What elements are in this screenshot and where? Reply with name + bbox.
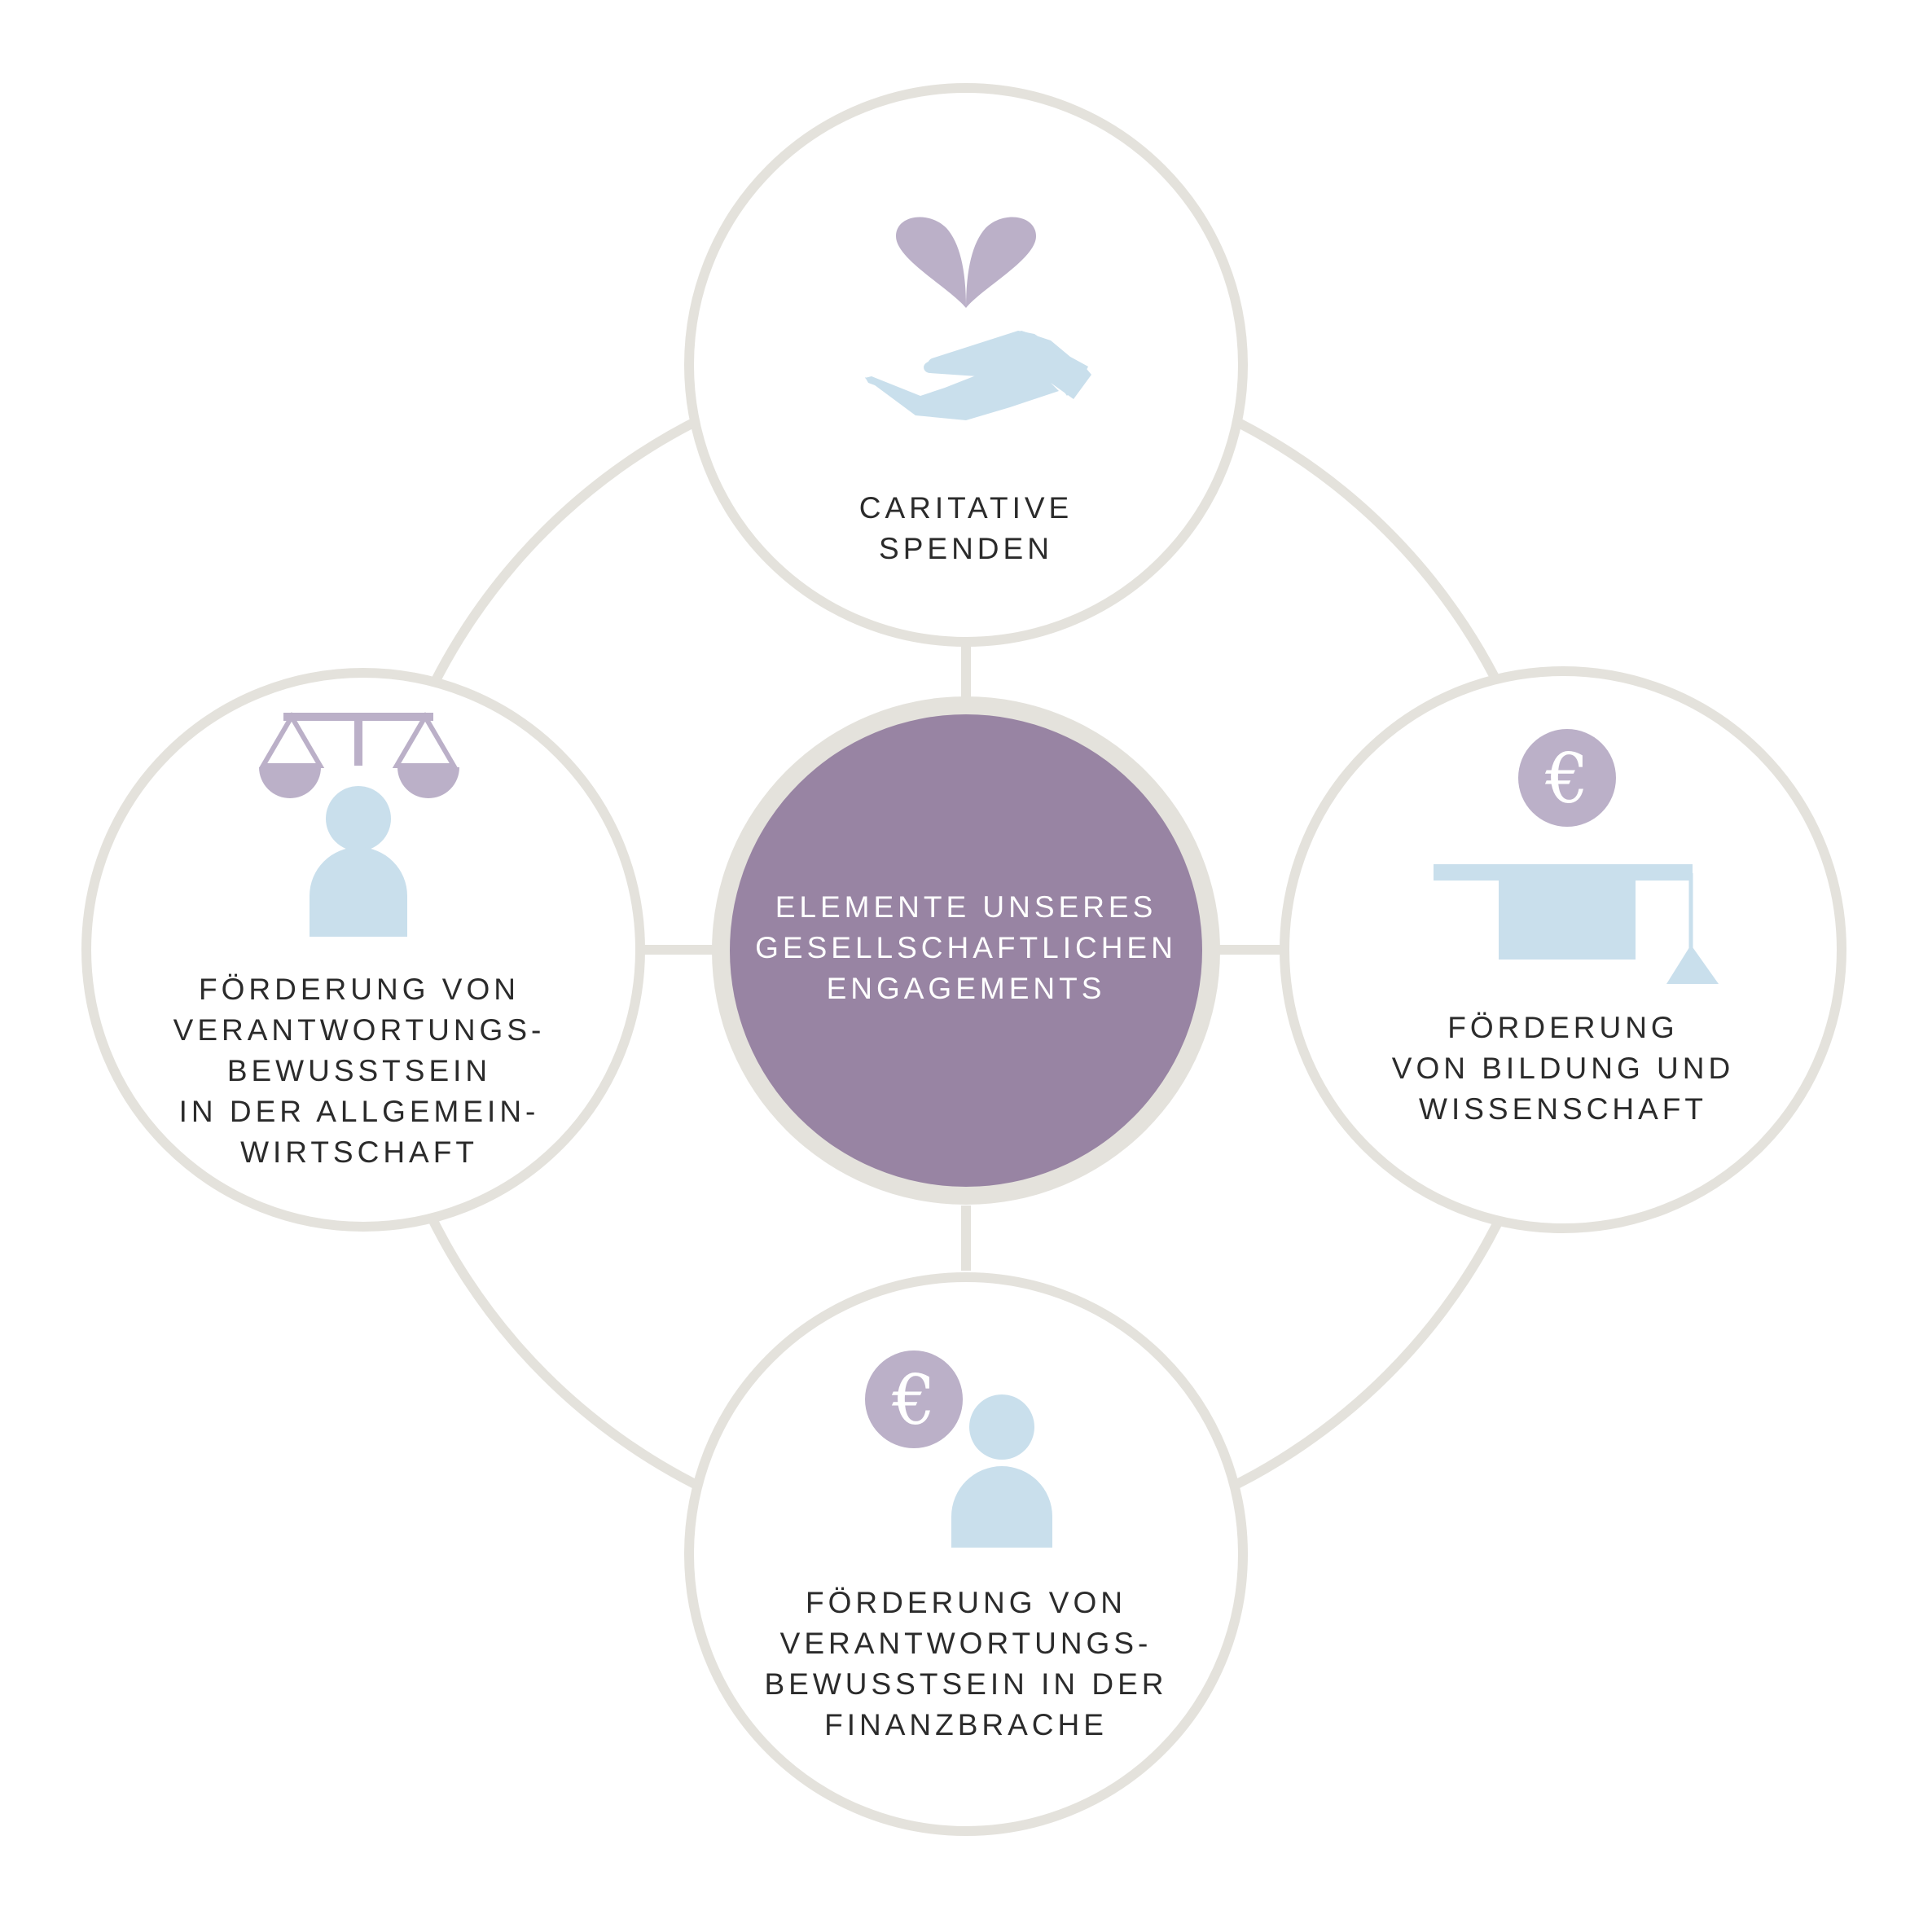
- node-left-label-line: BEWUSSTSEIN: [226, 1054, 492, 1087]
- node-left-circle: [81, 668, 645, 1232]
- spokes: [635, 635, 1283, 1271]
- node-right-label-line: VON BILDUNG UND: [1391, 1052, 1735, 1085]
- node-bottom-label-line: VERANTWORTUNGS-: [779, 1627, 1153, 1660]
- center-label: ELEMENTE UNSERES GESELLSCHAFTLICHEN ENGA…: [722, 887, 1210, 1009]
- node-top-label: CARITATIVE SPENDEN: [803, 488, 1129, 569]
- node-left-label-line: IN DER ALLGEMEIN-: [178, 1095, 540, 1128]
- scales-icon: [258, 712, 459, 798]
- graduation-cap-euro-icon: €: [1434, 729, 1719, 984]
- person-icon: [951, 1394, 1052, 1548]
- node-bottom-label: FÖRDERUNG VON VERANTWORTUNGS- BEWUSSTSEI…: [742, 1583, 1190, 1746]
- node-left-label-line: WIRTSCHAFT: [240, 1135, 478, 1169]
- person-euro-icon: €: [865, 1350, 1052, 1548]
- node-bottom-label-line: FÖRDERUNG VON: [806, 1586, 1126, 1619]
- node-bottom-label-line: FINANZBRACHE: [824, 1708, 1108, 1741]
- node-left-label-line: VERANTWORTUNGS-: [173, 1013, 546, 1047]
- heart-hand-icon: [865, 217, 1091, 420]
- graduation-cap-icon: [1434, 864, 1719, 984]
- center-label-line: ELEMENTE UNSERES: [775, 890, 1157, 924]
- node-left-label: FÖRDERUNG VON VERANTWORTUNGS- BEWUSSTSEI…: [139, 969, 579, 1173]
- euro-symbol-right: €: [1544, 739, 1588, 819]
- euro-symbol-bottom: €: [891, 1360, 935, 1440]
- euro-coin-icon: [865, 1350, 963, 1448]
- node-left-label-line: FÖRDERUNG VON: [199, 973, 520, 1006]
- node-top-label-line: CARITATIVE: [858, 491, 1074, 525]
- center-label-line: ENGAGEMENTS: [826, 972, 1106, 1005]
- heart-icon: [896, 217, 1036, 308]
- node-right-label-line: FÖRDERUNG: [1447, 1011, 1679, 1044]
- hand-icon-main: [865, 331, 1091, 420]
- center-circle: [730, 714, 1202, 1187]
- node-bottom-label-line: BEWUSSTSEIN IN DER: [764, 1667, 1168, 1701]
- node-bottom-circle: [684, 1272, 1248, 1836]
- node-right-label: FÖRDERUNG VON BILDUNG UND WISSENSCHAFT: [1359, 1008, 1767, 1130]
- node-top-label-line: SPENDEN: [879, 532, 1053, 565]
- node-right-label-line: WISSENSCHAFT: [1419, 1092, 1707, 1126]
- person-icon: [310, 786, 407, 937]
- euro-coin-icon: [1518, 729, 1616, 827]
- center-label-line: GESELLSCHAFTLICHEN: [755, 931, 1177, 964]
- scales-person-icon: [258, 712, 459, 937]
